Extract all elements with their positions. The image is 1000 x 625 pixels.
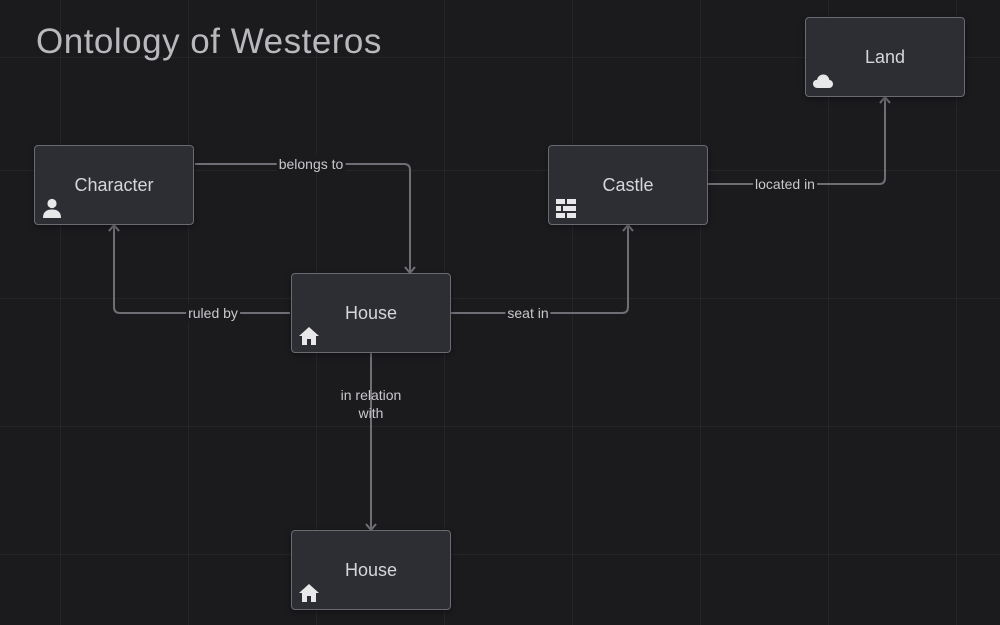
edge-label-in-relation-with: in relation with (340, 387, 402, 421)
home-icon (299, 584, 319, 602)
node-label: House (344, 303, 398, 323)
edge-label-ruled-by: ruled by (186, 304, 240, 322)
diagram-title: Ontology of Westeros (36, 22, 382, 61)
edge-label-located-in: located in (753, 175, 817, 193)
cloud-icon (813, 74, 833, 88)
bricks-icon (556, 199, 576, 218)
person-icon (43, 198, 61, 218)
node-character[interactable]: Character (34, 145, 194, 225)
node-house[interactable]: House (291, 273, 451, 353)
edge-ruled-by[interactable] (108, 223, 290, 314)
node-land[interactable]: Land (805, 17, 965, 97)
node-house-related[interactable]: House (291, 530, 451, 610)
home-icon (299, 327, 319, 345)
edge-belongs-to[interactable] (195, 163, 416, 275)
node-castle[interactable]: Castle (548, 145, 708, 225)
edge-located-in[interactable] (708, 95, 891, 185)
node-label: Castle (602, 175, 654, 195)
node-label: Character (74, 175, 154, 195)
node-label: Land (864, 47, 906, 67)
edge-seat-in[interactable] (451, 223, 634, 314)
edge-label-seat-in: seat in (505, 304, 551, 322)
node-label: House (344, 560, 398, 580)
edge-label-belongs-to: belongs to (276, 155, 346, 173)
